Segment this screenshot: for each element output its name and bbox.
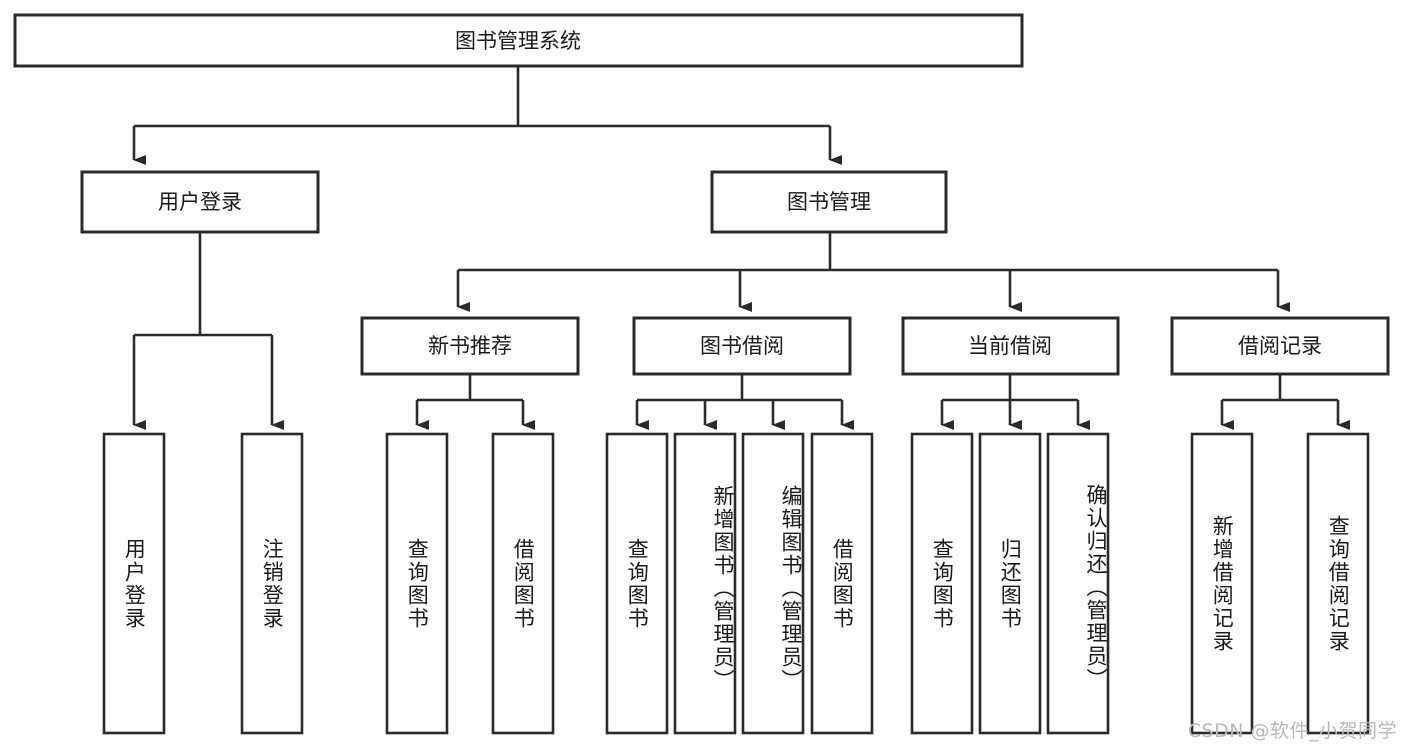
node-leaf-query-book-1[interactable]	[385, 432, 449, 735]
node-new-book-rec[interactable]: 新书推荐	[360, 316, 580, 376]
node-borrow-record-label: 借阅记录	[1238, 334, 1322, 358]
node-borrow-record[interactable]: 借阅记录	[1170, 316, 1390, 376]
connector-group-root	[132, 67, 842, 165]
node-leaf-query-record[interactable]	[1306, 432, 1370, 735]
node-leaf-logout[interactable]	[240, 432, 304, 735]
csdn-watermark: CSDN @软件_小贺同学	[1187, 720, 1397, 742]
node-leaf-query-book-3[interactable]	[910, 432, 974, 735]
node-root[interactable]: 图书管理系统	[13, 13, 1024, 68]
node-leaf-add-book[interactable]	[673, 432, 737, 735]
node-current-borrow[interactable]: 当前借阅	[901, 316, 1120, 376]
node-leaf-borrow-book-1[interactable]	[491, 432, 555, 735]
node-leaf-user-login[interactable]	[102, 432, 166, 735]
node-current-borrow-label: 当前借阅	[968, 334, 1052, 358]
node-book-borrow[interactable]: 图书借阅	[632, 316, 852, 376]
node-leaf-borrow-book-2[interactable]	[810, 432, 874, 735]
connector-group-book-borrow	[635, 375, 854, 430]
node-book-borrow-label: 图书借阅	[700, 334, 784, 358]
node-new-book-rec-label: 新书推荐	[428, 334, 512, 358]
node-user-login-label: 用户登录	[158, 190, 242, 214]
node-root-label: 图书管理系统	[455, 29, 581, 53]
node-book-manage-label: 图书管理	[787, 190, 871, 214]
connector-group-new-book-rec	[415, 375, 535, 430]
node-user-login[interactable]: 用户登录	[80, 170, 320, 234]
node-book-manage[interactable]: 图书管理	[710, 170, 948, 234]
node-leaf-edit-book[interactable]	[741, 432, 805, 735]
connector-group-user-login	[132, 232, 284, 430]
connector-group-book-manage	[456, 232, 1290, 312]
node-leaf-add-record[interactable]	[1190, 432, 1254, 735]
node-leaf-return-book[interactable]	[978, 432, 1042, 735]
connector-group-current-borrow	[940, 375, 1090, 430]
connector-group-borrow-record	[1220, 375, 1350, 430]
node-leaf-query-book-2[interactable]	[605, 432, 669, 735]
node-leaf-confirm-return[interactable]	[1046, 432, 1110, 735]
